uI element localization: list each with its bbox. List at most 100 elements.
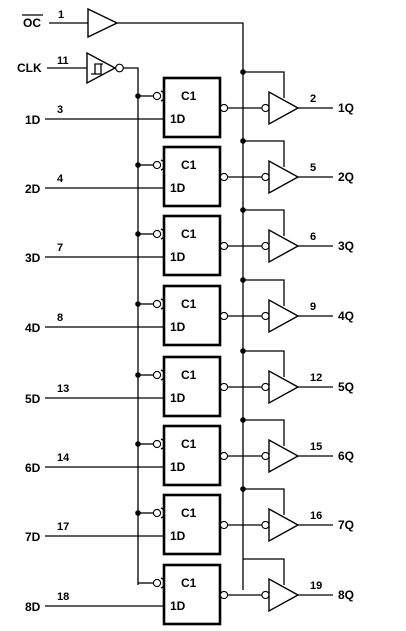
latch-output-bubble	[219, 241, 229, 251]
q-pin-number: 5	[310, 162, 316, 174]
latch-output-bubble	[219, 382, 229, 392]
q-pin-number: 16	[310, 510, 322, 522]
q-output-label: 6Q	[338, 449, 354, 463]
latch-output-bubble	[219, 451, 229, 461]
buffer-input-bubble	[261, 590, 270, 600]
latch-channel-1: C1 1D 1D 3 2 1Q	[25, 69, 354, 139]
latch-output-bubble	[219, 590, 229, 600]
oc-enable-wire	[117, 22, 244, 590]
latch-block	[162, 76, 222, 139]
d-pin-number: 13	[57, 383, 69, 395]
latch-data-label: 1D	[170, 529, 186, 543]
d-pin-number: 17	[57, 521, 69, 533]
latch-clock-label: C1	[181, 89, 197, 103]
clk-input: CLK 11	[17, 51, 139, 585]
q-output-label: 1Q	[338, 101, 354, 115]
clock-inversion-bubble	[152, 299, 162, 309]
latch-data-label: 1D	[170, 460, 186, 474]
latch-output-bubble	[219, 520, 229, 530]
q-pin-number: 2	[310, 93, 316, 105]
clock-inversion-bubble	[152, 439, 162, 449]
enable-tap-wire	[243, 558, 285, 585]
output-buffer	[268, 507, 300, 543]
clk-label: CLK	[17, 61, 42, 75]
latch-block	[162, 145, 222, 208]
q-output-label: 7Q	[338, 518, 354, 532]
oc-label: OC	[23, 16, 41, 30]
enable-tap-wire	[243, 419, 285, 446]
output-buffer	[268, 577, 300, 613]
enable-tap-wire	[243, 488, 285, 515]
output-buffer	[268, 159, 300, 195]
clk-pin-number: 11	[57, 55, 69, 67]
latch-block	[162, 284, 222, 347]
d-pin-number: 7	[57, 242, 63, 254]
buffer-input-bubble	[261, 520, 270, 530]
q-pin-number: 9	[310, 301, 316, 313]
latch-clock-label: C1	[181, 576, 197, 590]
d-input-label: 4D	[25, 321, 41, 335]
buffer-input-bubble	[261, 382, 270, 392]
d-input-label: 2D	[25, 182, 41, 196]
clk-inverter-bubble	[115, 63, 124, 73]
enable-tap-wire	[243, 71, 285, 98]
d-pin-number: 14	[57, 452, 70, 464]
d-pin-number: 4	[57, 173, 64, 185]
clock-inversion-bubble	[152, 229, 162, 239]
latch-data-label: 1D	[170, 320, 186, 334]
q-pin-number: 19	[310, 580, 322, 592]
d-input-label: 3D	[25, 251, 41, 265]
latch-clock-label: C1	[181, 297, 197, 311]
q-pin-number: 15	[310, 441, 322, 453]
buffer-input-bubble	[261, 103, 270, 113]
clock-inversion-bubble	[152, 91, 162, 101]
latch-block	[162, 563, 222, 626]
d-input-label: 5D	[25, 392, 41, 406]
schmitt-trigger-symbol	[91, 63, 103, 75]
oc-buffer	[87, 7, 119, 39]
latch-channel-6: C1 1D 6D 14 15 6Q	[25, 417, 354, 487]
enable-tap-wire	[243, 350, 285, 377]
enable-tap-wire	[243, 209, 285, 236]
output-buffer	[268, 228, 300, 264]
d-pin-number: 18	[57, 591, 69, 603]
buffer-input-bubble	[261, 311, 270, 321]
oc-pin-number: 1	[58, 9, 64, 21]
latch-clock-label: C1	[181, 506, 197, 520]
enable-tap-wire	[243, 279, 285, 306]
latch-data-label: 1D	[170, 112, 186, 126]
latch-output-bubble	[219, 172, 229, 182]
clock-inversion-bubble	[152, 508, 162, 518]
latch-clock-label: C1	[181, 437, 197, 451]
buffer-input-bubble	[261, 241, 270, 251]
d-pin-number: 3	[57, 104, 63, 116]
latch-output-bubble	[219, 311, 229, 321]
output-buffer	[268, 369, 300, 405]
output-buffer	[268, 298, 300, 334]
buffer-input-bubble	[261, 172, 270, 182]
latch-block	[162, 493, 222, 556]
output-buffer	[268, 90, 300, 126]
output-buffer	[268, 438, 300, 474]
q-output-label: 4Q	[338, 309, 354, 323]
enable-tap-wire	[243, 140, 285, 167]
q-output-label: 3Q	[338, 239, 354, 253]
d-input-label: 6D	[25, 461, 41, 475]
latch-clock-label: C1	[181, 368, 197, 382]
latch-output-bubble	[219, 103, 229, 113]
clock-inversion-bubble	[152, 578, 162, 588]
q-pin-number: 12	[310, 372, 322, 384]
latch-block	[162, 424, 222, 487]
buffer-input-bubble	[261, 451, 270, 461]
latch-data-label: 1D	[170, 391, 186, 405]
d-input-label: 1D	[25, 113, 41, 127]
latch-block	[162, 355, 222, 418]
clock-inversion-bubble	[152, 370, 162, 380]
latch-data-label: 1D	[170, 599, 186, 613]
d-pin-number: 8	[57, 312, 63, 324]
